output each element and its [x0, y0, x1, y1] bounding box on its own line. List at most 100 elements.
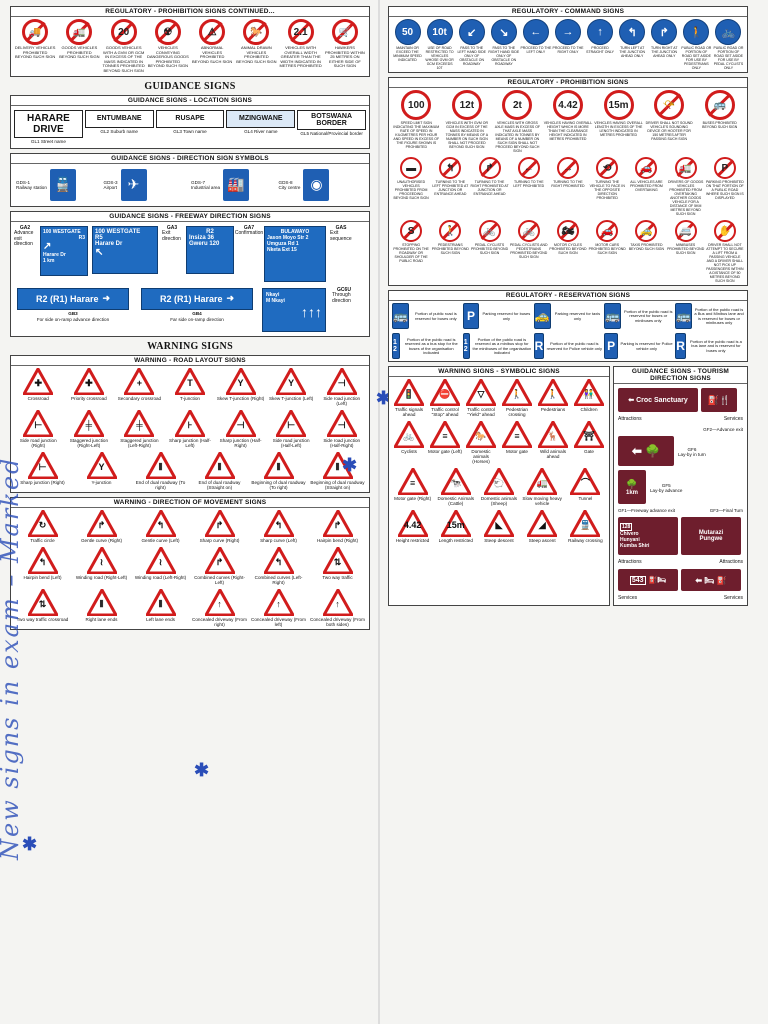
sign-cell: 🚶PEDESTRIANS PROHIBITED BEYOND SUCH SIGN [431, 220, 469, 283]
sign-glyph: ⫴ [276, 461, 281, 472]
sign-caption: Height restricted [395, 538, 430, 543]
sign-glyph: ↰ [274, 556, 283, 567]
sign-glyph: ✋ [718, 225, 732, 237]
warning-triangle-icon: ⊢ [25, 449, 60, 480]
sign-cell: 🚲Cyclists [392, 418, 426, 464]
tree-icon: 🌳 [626, 478, 638, 489]
gb4-block: R2 (R1) Harare➜ GB4 Far side on-ramp dir… [138, 287, 256, 322]
prohibition-sign-icon: ▬ [400, 157, 423, 179]
sign-glyph: 🚶 [547, 389, 559, 399]
sign-glyph: 🚶 [511, 389, 523, 399]
location-sign: HARARE DRIVE [14, 109, 83, 138]
warning-triangle-icon: 15m [439, 507, 473, 538]
sign-desc: Far side on-ramp direction [170, 316, 224, 322]
sign-cell: ⇅Two way traffic [309, 544, 366, 585]
sign-caption: TAXIS PROHIBITED BEYOND SUCH SIGN [628, 243, 665, 251]
prohibition-sign-icon: 🚐 [674, 220, 697, 242]
sign-cell: 🐎ANIMAL DRAWN VEHICLES PROHIBITED BEYOND… [235, 19, 277, 74]
sign-caption: PEDAL CYCLISTS AND PEDESTRIANS PROHIBITE… [509, 243, 548, 259]
sign-glyph: 20 [118, 26, 130, 38]
prohibition-sign-icon: ☢ [154, 19, 181, 45]
sign-caption: TURNING THE VEHICLE TO FACE IN THE OPPOS… [589, 180, 625, 200]
sign-caption: Sharp curve (Left) [260, 537, 297, 543]
panel-title: REGULATORY - PROHIBITION SIGNS [389, 78, 747, 88]
sign-glyph: 🚲 [483, 225, 496, 237]
sign-glyph: ↻ [38, 519, 47, 530]
reservation-row-1: 🚌Portion of public road is reserved for … [389, 301, 747, 331]
prohibition-sign-icon: 🚲 [478, 220, 501, 242]
sign-cell: 🚚DELIVERY VEHICLES PROHIBITED BEYOND SUC… [14, 19, 56, 74]
sign-glyph: ⫴ [99, 598, 104, 609]
sign-glyph: ⛩ [583, 431, 595, 441]
gf1-line-3: Kumba Shiri [620, 543, 650, 549]
sign-caption: Concealed driveway (From right) [192, 616, 247, 627]
sign-caption: Traffic signals ahead [394, 407, 424, 417]
prohibition-sign-icon: 20 [110, 19, 137, 45]
prohibition-sign-icon: 2.1 [287, 19, 314, 45]
gf1-line-1: Chivero [620, 531, 639, 537]
command-sign-icon: 🚲 [715, 19, 742, 45]
sign-caption: DRIVERS OF GOODS VEHICLES PROHIBITED FRO… [667, 180, 704, 216]
reservation-sign-icon: 🚌 [604, 303, 622, 329]
direction-symbols-panel: GUIDANCE SIGNS - DIRECTION SIGN SYMBOLS … [10, 152, 370, 207]
sign-caption: Sharp junction (Half-Left) [169, 437, 211, 448]
sign-glyph: Y [237, 377, 244, 388]
sign-desc: Confirmation [234, 230, 264, 237]
warning-triangle-icon: ↑ [261, 586, 296, 617]
sign-caption: PROCEED STRAIGHT ONLY [586, 46, 615, 54]
command-sign-cell: ↙PASS TO THE LEFT HAND SIDE ONLY OF OBST… [456, 19, 487, 70]
command-sign-icon: ↘ [490, 19, 517, 45]
ga7-sign: R2 Insiza 36 Gweru 120 [186, 225, 234, 274]
attractions-label: Attractions [618, 416, 642, 422]
panel-title: WARNING SIGNS - SYMBOLIC SIGNS [389, 367, 609, 377]
sign-glyph: ⚠ [207, 26, 217, 38]
sign-caption: Traffic circle [30, 537, 55, 543]
sign-glyph: ⊣ [337, 419, 346, 430]
warning-triangle-icon: ↑ [320, 586, 355, 617]
sign-glyph: ↰ [446, 162, 455, 174]
prohibition-sign-icon: 2t [502, 90, 533, 120]
sign-caption: Gentle curve (Left) [141, 537, 180, 543]
handwritten-note: New signs in exam – Marked [0, 456, 24, 860]
prohibition-sign-icon: 15m [603, 90, 634, 120]
warning-triangle-icon: 🚲 [392, 418, 426, 449]
sign-desc: Exit direction [162, 230, 181, 242]
warning-triangle-icon: ≡ [428, 418, 462, 449]
command-sign-cell: ↘PASS TO THE RIGHT HAND SIDE ONLY OF OBS… [488, 19, 519, 70]
sign-glyph: ↱ [97, 519, 106, 530]
warning-triangle-icon: 👫 [572, 376, 606, 407]
sign-cell: 🚛DRIVERS OF GOODS VEHICLES PROHIBITED FR… [667, 157, 705, 216]
sign-caption: PUBLIC ROAD OR PORTION OF ROAD SET ASIDE… [681, 46, 712, 70]
sign-cell: ≡Motor gate (Right) [392, 465, 433, 506]
warning-triangle-icon: ↰ [25, 544, 60, 575]
warning-triangle-icon: T [173, 365, 207, 396]
sign-glyph: 🚛 [536, 478, 548, 488]
warning-triangle-icon: ⫴ [84, 586, 119, 617]
services-sign: ⛽🍴 [701, 388, 737, 412]
handwritten-star-icon: ✱ [342, 455, 358, 475]
sign-caption: Parking is reserved for Police vehicle o… [620, 341, 673, 351]
sign-caption: TURNING TO THE LEFT PROHIBITED [513, 180, 545, 188]
warning-triangle-icon: ≡ [396, 465, 430, 496]
prohibition-sign-icon: 🚕 [635, 220, 658, 242]
warning-triangle-icon: ⊣ [224, 407, 258, 438]
sign-glyph: ⌒ [580, 478, 590, 488]
sign-glyph: ↰ [156, 519, 165, 530]
tourism-signs-body: ⬅Croc Sanctuary ⛽🍴 Attractions Services … [614, 384, 747, 605]
sign-cell: ↑Concealed driveway (From left) [250, 586, 307, 627]
sign-glyph: ⫴ [158, 598, 163, 609]
prohibition-sign-icon: → [556, 157, 579, 179]
sign-desc: For side on-ramp advance direction [36, 316, 110, 322]
direction-symbol-icon: 🚆 [49, 168, 76, 201]
